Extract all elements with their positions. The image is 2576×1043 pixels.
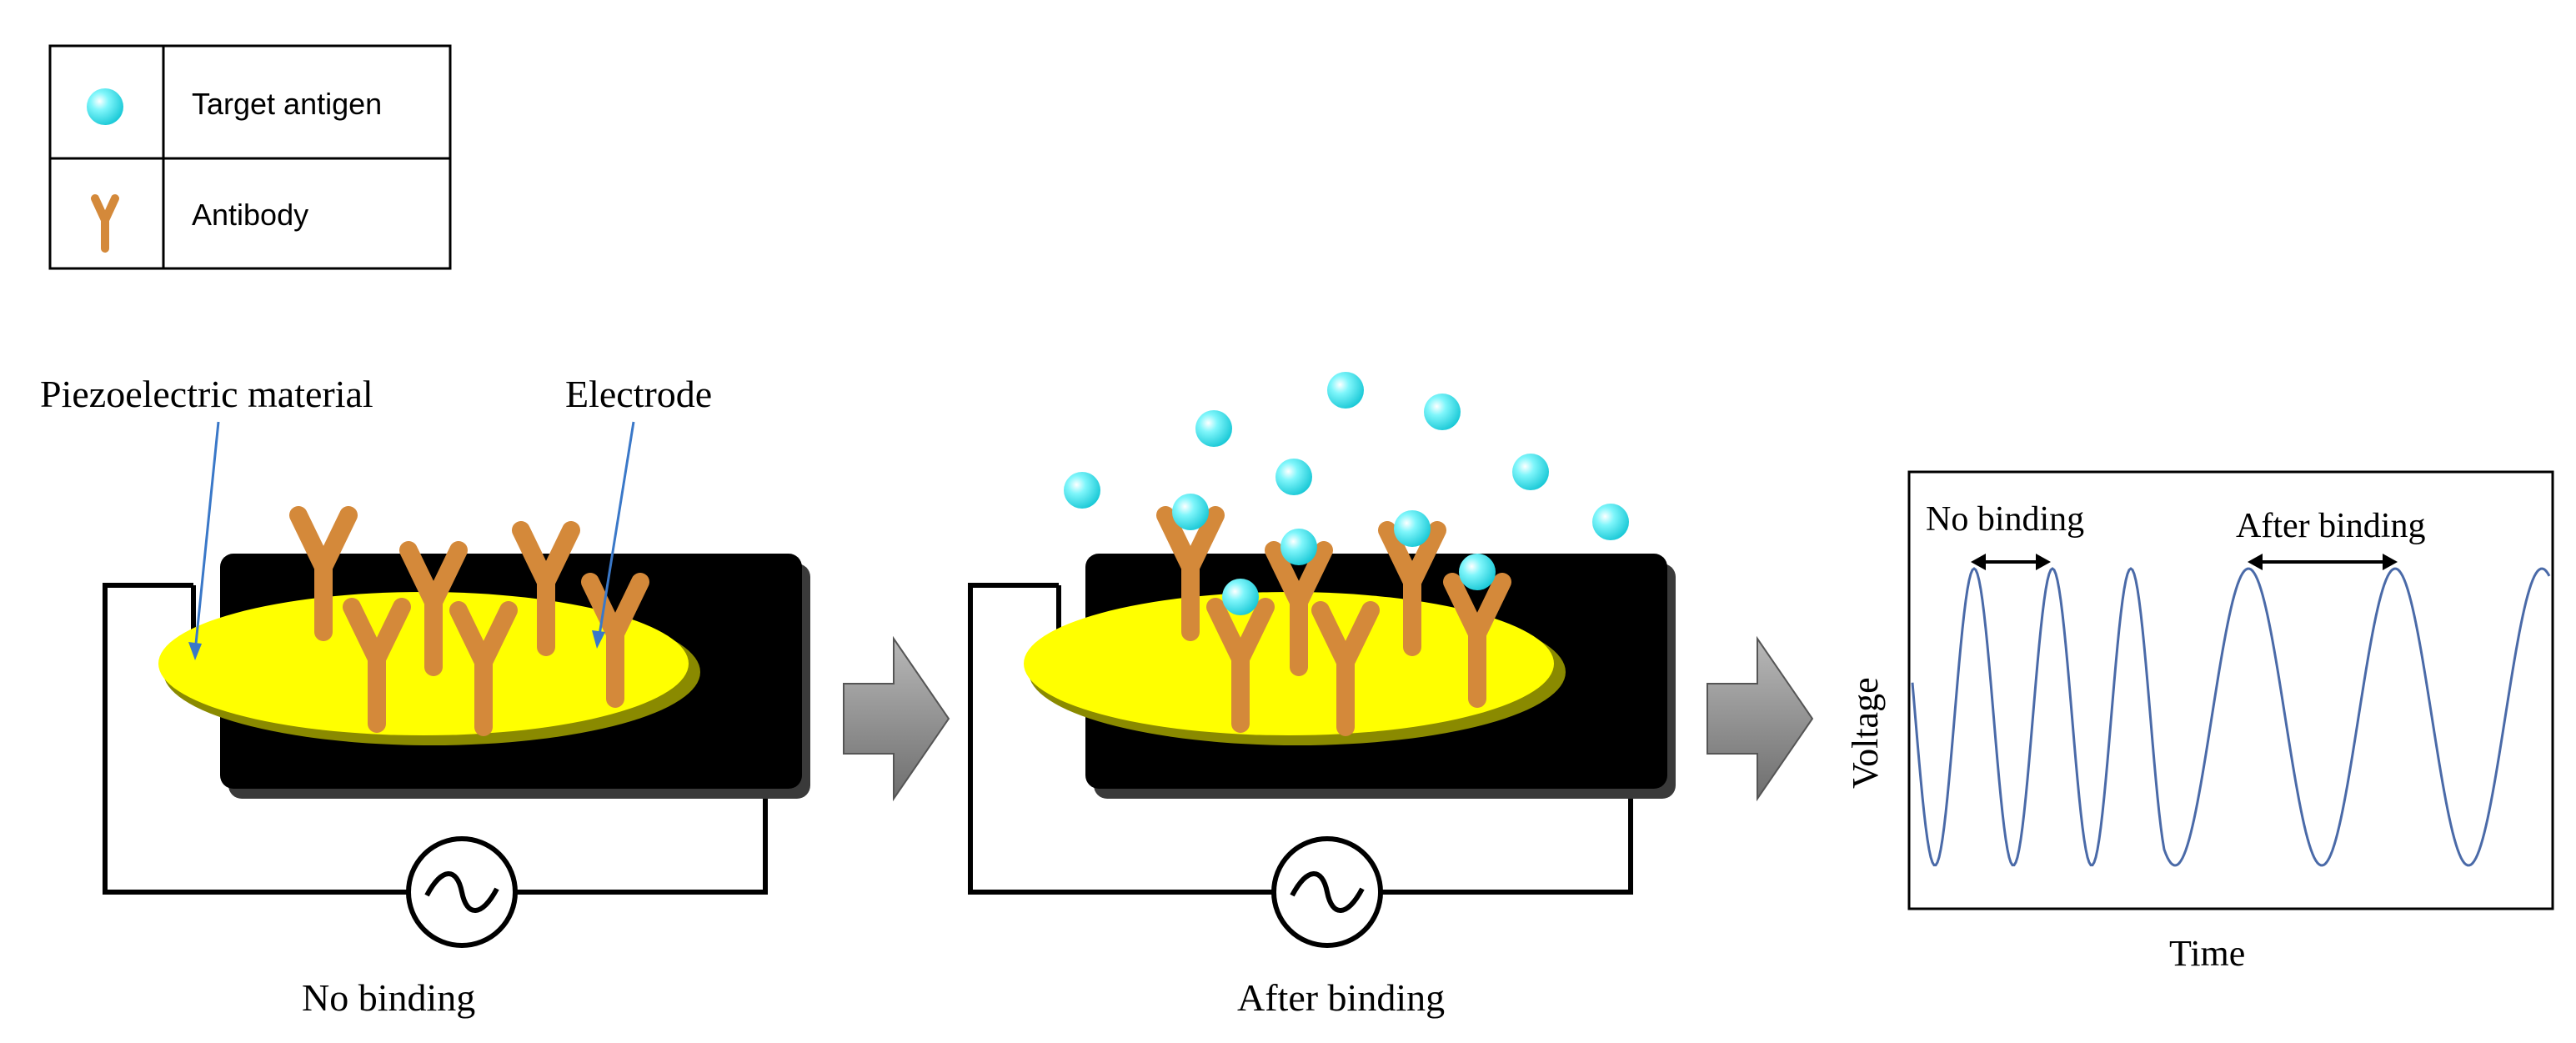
process-arrow-icon <box>1706 635 1814 802</box>
antigen-bound <box>1172 494 1209 530</box>
signal-plot: No binding After binding Voltage Time <box>1845 470 2554 974</box>
x-axis-label: Time <box>2169 933 2245 974</box>
plot-frame <box>1907 470 2554 910</box>
legend-label-antigen: Target antigen <box>192 87 382 121</box>
antigen-sphere-icon <box>87 88 123 125</box>
arrow-head <box>2248 554 2263 570</box>
circuit-wire <box>103 583 408 895</box>
antigen-group <box>1064 372 1629 615</box>
arrow-head <box>1971 554 1986 570</box>
sine-symbol-icon <box>424 871 499 913</box>
electrode-label: Electrode <box>565 373 712 415</box>
caption-no-binding: No binding <box>302 976 475 1019</box>
antigen-bound <box>1459 554 1496 590</box>
antigen <box>1327 372 1364 409</box>
sine-symbol-icon <box>1290 871 1365 913</box>
caption-after-binding: After binding <box>1237 976 1445 1019</box>
y-axis-label: Voltage <box>1845 677 1886 789</box>
antigen-bound <box>1222 579 1259 615</box>
pointer-head <box>592 630 605 649</box>
pointer-line <box>193 421 220 653</box>
voltage-waveform <box>1911 567 2551 867</box>
antigen-bound <box>1280 529 1317 565</box>
antigen <box>1424 394 1461 430</box>
sensor-after-binding: After binding <box>968 372 1676 1019</box>
antigen-bound <box>1394 510 1431 547</box>
pointer-line <box>597 421 635 641</box>
label-pointers <box>188 421 635 660</box>
circuit-wire <box>968 583 1274 895</box>
antigen <box>1195 410 1232 447</box>
annotation-no-binding: No binding <box>1926 500 2084 539</box>
antigen <box>1512 454 1549 490</box>
antigen <box>1592 504 1629 540</box>
legend-label-antibody: Antibody <box>192 198 308 232</box>
pointer-head <box>188 642 202 660</box>
antigen <box>1275 459 1312 495</box>
arrow-head <box>2036 554 2051 570</box>
annotation-after-binding: After binding <box>2236 507 2425 545</box>
antigen <box>1064 472 1100 509</box>
sensor-no-binding: No binding <box>103 515 810 1019</box>
electrode-disc <box>158 592 689 735</box>
piezoelectric-material-label: Piezoelectric material <box>40 373 373 415</box>
legend: Target antigen Antibody <box>48 44 452 270</box>
process-arrow-icon <box>843 635 950 802</box>
circuit-wire <box>1381 784 1633 895</box>
circuit-wire <box>515 784 768 895</box>
arrow-head <box>2383 554 2398 570</box>
